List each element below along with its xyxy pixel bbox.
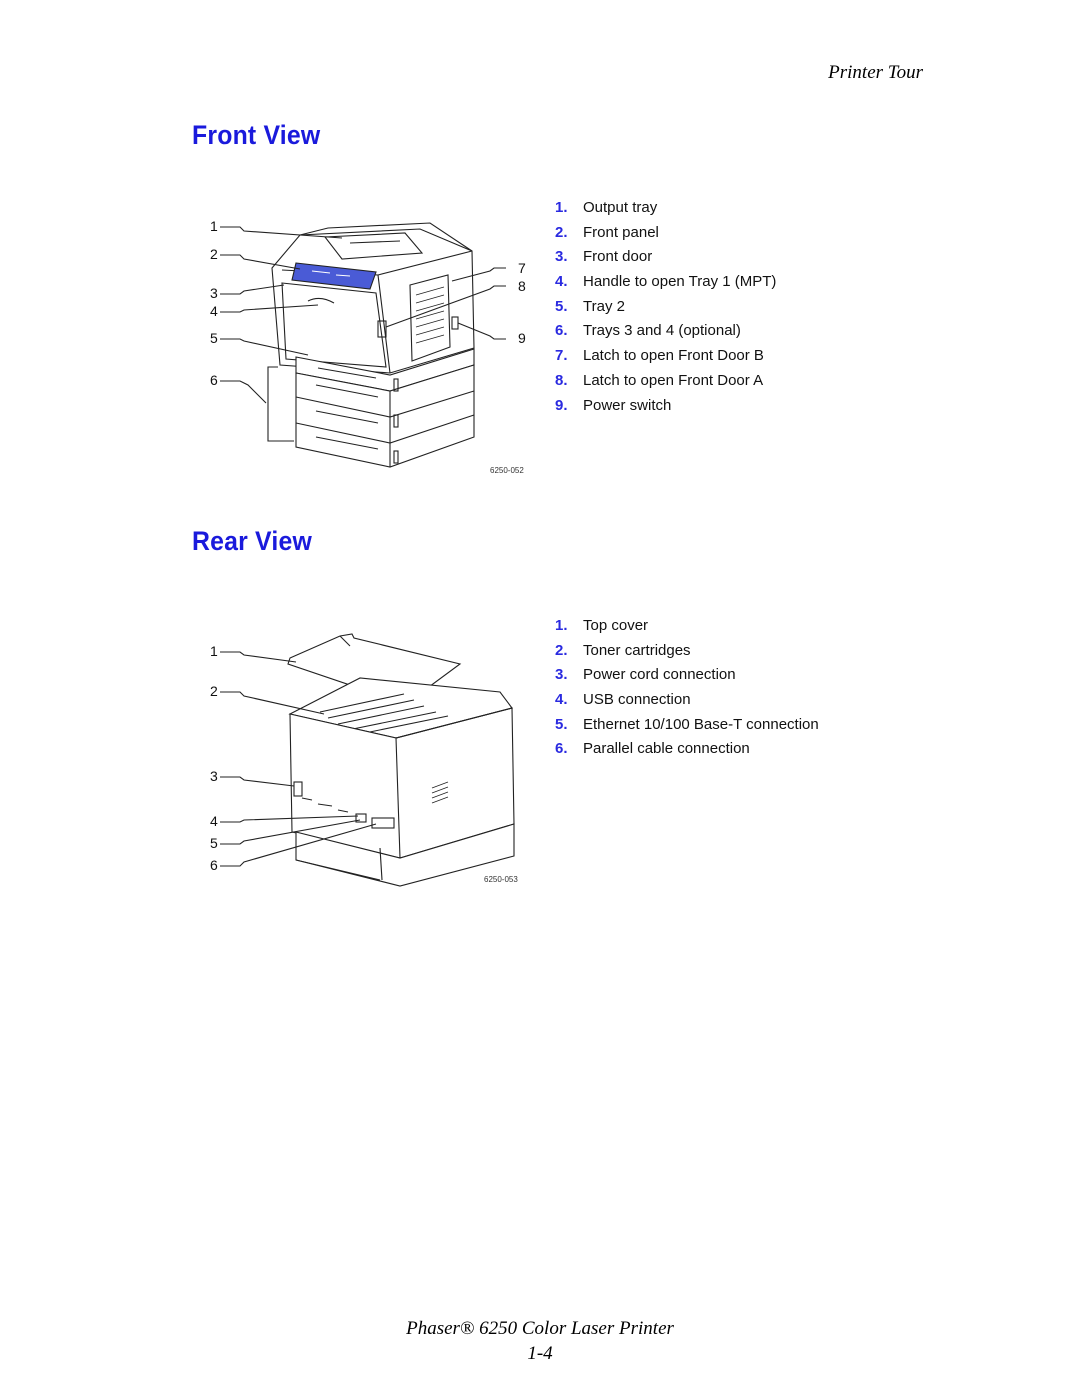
legend-label: Latch to open Front Door A bbox=[583, 371, 764, 389]
legend-number: 4. bbox=[555, 691, 568, 709]
legend-number: 1. bbox=[555, 199, 568, 216]
legend-item: 6. Parallel cable connection bbox=[555, 737, 819, 762]
legend-item: 9. Power switch bbox=[555, 394, 776, 419]
legend-item: 8. Latch to open Front Door A bbox=[555, 369, 776, 394]
rear-callout-2: 2 bbox=[210, 683, 218, 699]
legend-item: 6. Trays 3 and 4 (optional) bbox=[555, 319, 776, 344]
rear-callout-4: 4 bbox=[210, 813, 218, 829]
rear-view-heading: Rear View bbox=[192, 526, 312, 556]
legend-label: Toner cartridges bbox=[583, 641, 691, 659]
legend-number: 4. bbox=[555, 273, 568, 291]
front-callout-3: 3 bbox=[210, 285, 218, 301]
rear-callout-1: 1 bbox=[210, 643, 218, 659]
front-callout-9: 9 bbox=[518, 330, 526, 346]
front-view-heading: Front View bbox=[192, 120, 321, 150]
legend-number: 7. bbox=[555, 347, 568, 365]
legend-item: 5. Tray 2 bbox=[555, 295, 776, 320]
legend-item: 7. Latch to open Front Door B bbox=[555, 344, 776, 369]
rear-view-illustration: 1 2 3 4 5 6 6250-053 bbox=[210, 633, 518, 887]
legend-number: 6. bbox=[555, 322, 568, 340]
legend-label: Top cover bbox=[583, 617, 649, 634]
legend-label: Latch to open Front Door B bbox=[583, 347, 764, 365]
legend-item: 1. Top cover bbox=[555, 614, 819, 639]
legend-label: Handle to open Tray 1 (MPT) bbox=[583, 273, 777, 291]
legend-label: USB connection bbox=[583, 691, 691, 709]
front-view-illustration: 1 2 3 4 5 6 7 8 9 6250-052 bbox=[210, 218, 526, 475]
front-callout-5: 5 bbox=[210, 330, 218, 346]
rear-view-legend: 1. Top cover 2. Toner cartridges 3. Power c… bbox=[555, 614, 819, 762]
front-figure-code: 6250-052 bbox=[490, 466, 524, 475]
rear-callout-6: 6 bbox=[210, 857, 218, 873]
page-number: 1-4 bbox=[527, 1343, 553, 1364]
legend-item: 2. Toner cartridges bbox=[555, 639, 819, 664]
front-callout-4: 4 bbox=[210, 303, 218, 319]
legend-label: Tray 2 bbox=[583, 297, 625, 315]
legend-label: Power cord connection bbox=[583, 666, 736, 684]
legend-number: 1. bbox=[555, 617, 568, 634]
legend-item: 4. USB connection bbox=[555, 688, 819, 713]
footer-product-title: Phaser® 6250 Color Laser Printer bbox=[406, 1318, 674, 1339]
front-view-legend: 1. Output tray 2. Front panel 3. Front door… bbox=[555, 196, 776, 418]
legend-label: Power switch bbox=[583, 396, 672, 414]
legend-label: Trays 3 and 4 (optional) bbox=[583, 322, 741, 340]
legend-number: 8. bbox=[555, 371, 568, 389]
legend-number: 5. bbox=[555, 715, 568, 733]
legend-item: 4. Handle to open Tray 1 (MPT) bbox=[555, 270, 776, 295]
legend-number: 9. bbox=[555, 396, 568, 414]
legend-item: 3. Front door bbox=[555, 245, 776, 270]
front-callout-1: 1 bbox=[210, 218, 218, 234]
legend-label: Output tray bbox=[583, 199, 658, 216]
legend-number: 3. bbox=[555, 666, 568, 684]
legend-number: 6. bbox=[555, 740, 568, 758]
legend-number: 2. bbox=[555, 641, 568, 659]
legend-item: 2. Front panel bbox=[555, 221, 776, 246]
front-callout-6: 6 bbox=[210, 372, 218, 388]
legend-label: Parallel cable connection bbox=[583, 740, 750, 758]
legend-label: Front panel bbox=[583, 223, 659, 241]
legend-number: 5. bbox=[555, 297, 568, 315]
front-callout-7: 7 bbox=[518, 260, 526, 276]
rear-callout-3: 3 bbox=[210, 768, 218, 784]
rear-callout-5: 5 bbox=[210, 835, 218, 851]
legend-item: 3. Power cord connection bbox=[555, 663, 819, 688]
running-header: Printer Tour bbox=[828, 62, 923, 83]
legend-number: 3. bbox=[555, 248, 568, 266]
front-callout-2: 2 bbox=[210, 246, 218, 262]
legend-item: 5. Ethernet 10/100 Base-T connection bbox=[555, 713, 819, 738]
rear-figure-code: 6250-053 bbox=[484, 875, 518, 884]
legend-label: Front door bbox=[583, 248, 653, 266]
legend-label: Ethernet 10/100 Base-T connection bbox=[583, 715, 819, 733]
legend-number: 2. bbox=[555, 223, 568, 241]
front-callout-8: 8 bbox=[518, 278, 526, 294]
legend-item: 1. Output tray bbox=[555, 196, 776, 221]
